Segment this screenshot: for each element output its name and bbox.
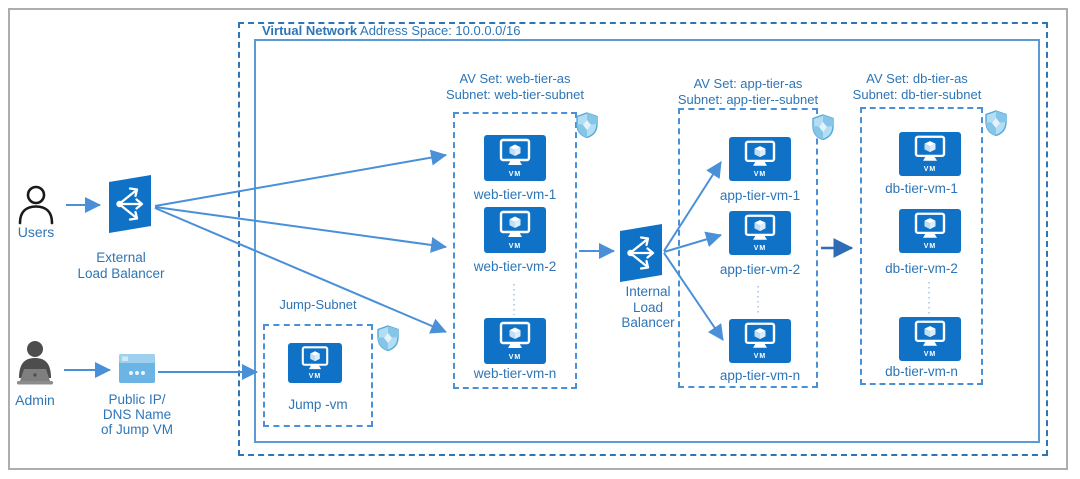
- users-label: Users: [17, 224, 55, 240]
- vm-badge: VM: [308, 373, 322, 380]
- vm-badge: VM: [508, 243, 522, 250]
- web-tier-subnet-label: Subnet: web-tier-subnet: [445, 87, 585, 102]
- web-tier-vm-n-label: web-tier-vm-n: [473, 366, 557, 381]
- app-tier-vm-n-label: app-tier-vm-n: [719, 368, 801, 383]
- jump-subnet-nsg-shield-icon: [377, 325, 399, 351]
- app-tier-vm-n-icon: VM: [729, 319, 791, 363]
- db-tier-vm-n-label: db-tier-vm-n: [885, 364, 958, 379]
- app-tier-nsg-shield-icon: [812, 114, 834, 140]
- web-tier-vm-1-icon: VM: [484, 135, 546, 181]
- vm-badge: VM: [923, 166, 937, 173]
- vm-badge: VM: [753, 353, 767, 360]
- jump-vm-icon: VM: [288, 343, 342, 383]
- internal-load-balancer-label: Internal Load Balancer: [621, 284, 675, 330]
- vnet-label: Virtual Network Address Space: 10.0.0.0/…: [262, 23, 520, 38]
- admin-person-laptop-icon: [17, 341, 53, 385]
- web-tier-header: AV Set: web-tier-as Subnet: web-tier-sub…: [430, 71, 600, 103]
- vm-badge: VM: [923, 351, 937, 358]
- app-tier-subnet-label: Subnet: app-tier--subnet: [677, 92, 819, 107]
- vm-badge: VM: [508, 171, 522, 178]
- db-tier-subnet-label: Subnet: db-tier-subnet: [852, 87, 982, 102]
- db-tier-vm-2-label: db-tier-vm-2: [885, 261, 958, 276]
- app-tier-vm-2-label: app-tier-vm-2: [719, 262, 801, 277]
- diagram-frame: [8, 8, 1068, 470]
- jump-subnet-label: Jump-Subnet: [279, 297, 357, 312]
- db-tier-nsg-shield-icon: [985, 110, 1007, 136]
- app-tier-header: AV Set: app-tier-as Subnet: app-tier--su…: [663, 76, 833, 108]
- public-ip-label: Public IP/ DNS Name of Jump VM: [100, 392, 174, 438]
- db-tier-vm-1-label: db-tier-vm-1: [885, 181, 958, 196]
- app-tier-vm-2-icon: VM: [729, 211, 791, 255]
- vm-badge: VM: [753, 171, 767, 178]
- external-load-balancer-label: External Load Balancer: [77, 250, 165, 281]
- public-ip-browser-icon: [119, 354, 155, 383]
- users-person-icon: [18, 185, 54, 225]
- db-tier-vm-1-icon: VM: [899, 132, 961, 176]
- db-tier-avset-label: AV Set: db-tier-as: [866, 71, 968, 86]
- vnet-name: Virtual Network: [262, 23, 358, 38]
- db-tier-header: AV Set: db-tier-as Subnet: db-tier-subne…: [831, 71, 1003, 103]
- web-tier-vm-2-label: web-tier-vm-2: [473, 259, 557, 274]
- admin-label: Admin: [15, 392, 55, 408]
- external-load-balancer-icon: [109, 175, 151, 233]
- web-tier-vm-2-icon: VM: [484, 207, 546, 253]
- web-tier-subnet-box: [453, 112, 577, 389]
- app-tier-vm-1-label: app-tier-vm-1: [719, 188, 801, 203]
- app-tier-avset-label: AV Set: app-tier-as: [693, 76, 803, 91]
- db-tier-vm-n-icon: VM: [899, 317, 961, 361]
- vm-badge: VM: [508, 354, 522, 361]
- jump-vm-label: Jump -vm: [288, 397, 348, 412]
- db-tier-subnet-box: [860, 107, 983, 385]
- vm-badge: VM: [753, 245, 767, 252]
- web-tier-vm-n-icon: VM: [484, 318, 546, 364]
- web-tier-vm-1-label: web-tier-vm-1: [473, 187, 557, 202]
- vnet-address-space: Address Space: 10.0.0.0/16: [360, 23, 521, 38]
- web-tier-avset-label: AV Set: web-tier-as: [459, 71, 571, 86]
- vm-badge: VM: [923, 243, 937, 250]
- app-tier-vm-1-icon: VM: [729, 137, 791, 181]
- web-tier-nsg-shield-icon: [576, 112, 598, 138]
- db-tier-vm-2-icon: VM: [899, 209, 961, 253]
- internal-load-balancer-icon: [620, 224, 662, 282]
